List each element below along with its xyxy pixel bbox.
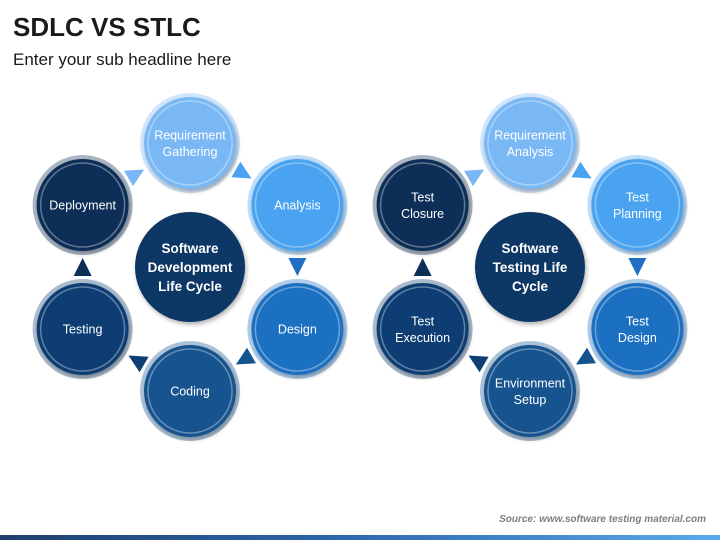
stlc-arrow-4 xyxy=(468,355,489,373)
center-label: Life Cycle xyxy=(158,279,222,294)
node-circle xyxy=(144,97,236,189)
sdlc-arrow-4 xyxy=(128,355,149,373)
node-label: Analysis xyxy=(274,199,321,213)
footer-bar xyxy=(0,535,720,540)
sdlc-node-design: Design xyxy=(247,279,348,379)
source-note: Source: www.software testing material.co… xyxy=(499,514,706,525)
node-label: Design xyxy=(278,323,317,337)
node-label: Analysis xyxy=(507,145,554,159)
node-label: Deployment xyxy=(49,199,116,213)
node-label: Coding xyxy=(170,385,210,399)
node-label: Design xyxy=(618,331,657,345)
node-label: Testing xyxy=(63,323,103,337)
node-inner-ring xyxy=(147,348,233,434)
node-inner-ring xyxy=(379,286,466,372)
node-inner-ring xyxy=(39,162,126,248)
sdlc-arrow-5 xyxy=(73,258,92,276)
stlc-arrow-3 xyxy=(575,347,596,365)
node-inner-ring xyxy=(147,100,233,186)
node-label: Gathering xyxy=(163,145,218,159)
node-label: Requirement xyxy=(494,128,566,142)
node-label: Test xyxy=(411,314,434,328)
node-circle xyxy=(144,345,236,437)
center-label: Software xyxy=(501,241,559,256)
node-circle xyxy=(591,283,684,375)
node-circle xyxy=(484,97,576,189)
node-inner-ring xyxy=(594,162,681,248)
sdlc-node-analysis: Analysis xyxy=(247,155,348,255)
center-circle xyxy=(135,212,245,322)
node-label: Planning xyxy=(613,207,662,221)
center-circle xyxy=(475,212,585,322)
stlc-arrow-5 xyxy=(413,258,432,276)
center-label: Cycle xyxy=(512,279,549,294)
page-subtitle: Enter your sub headline here xyxy=(13,50,232,69)
stlc-arrow-2 xyxy=(628,258,647,276)
node-label: Requirement xyxy=(154,128,226,142)
center-label: Testing Life xyxy=(493,260,568,275)
node-label: Execution xyxy=(395,331,450,345)
node-circle xyxy=(591,159,684,251)
center-label: Development xyxy=(148,260,233,275)
node-label: Test xyxy=(626,314,649,328)
node-label: Test xyxy=(411,190,434,204)
sdlc-arrow-3 xyxy=(235,347,256,365)
node-circle xyxy=(36,283,129,375)
node-inner-ring xyxy=(254,162,341,248)
node-circle xyxy=(36,159,129,251)
node-label: Setup xyxy=(514,393,547,407)
sdlc-arrow-1 xyxy=(231,161,252,179)
sdlc-node-deployment: Deployment xyxy=(32,155,133,255)
stlc-arrow-1 xyxy=(571,161,592,179)
node-label: Test xyxy=(626,190,649,204)
node-inner-ring xyxy=(254,286,341,372)
sdlc-cycle: RequirementGatheringAnalysisDesignCoding… xyxy=(32,93,348,441)
node-label: Closure xyxy=(401,207,444,221)
sdlc-node-coding: Coding xyxy=(140,341,240,441)
node-inner-ring xyxy=(379,162,466,248)
stlc-cycle: RequirementAnalysisTestPlanningTestDesig… xyxy=(372,93,688,441)
center-label: Software xyxy=(161,241,219,256)
node-inner-ring xyxy=(487,348,573,434)
sdlc-arrow-2 xyxy=(288,258,307,276)
node-label: Environment xyxy=(495,376,566,390)
node-inner-ring xyxy=(39,286,126,372)
sdlc-node-testing: Testing xyxy=(32,279,133,379)
sdlc-arrow-6 xyxy=(124,169,145,187)
stlc-arrow-6 xyxy=(464,169,485,187)
node-circle xyxy=(376,159,469,251)
node-circle xyxy=(251,283,344,375)
page-title: SDLC VS STLC xyxy=(13,12,201,42)
node-inner-ring xyxy=(487,100,573,186)
node-circle xyxy=(484,345,576,437)
node-circle xyxy=(251,159,344,251)
node-circle xyxy=(376,283,469,375)
node-inner-ring xyxy=(594,286,681,372)
